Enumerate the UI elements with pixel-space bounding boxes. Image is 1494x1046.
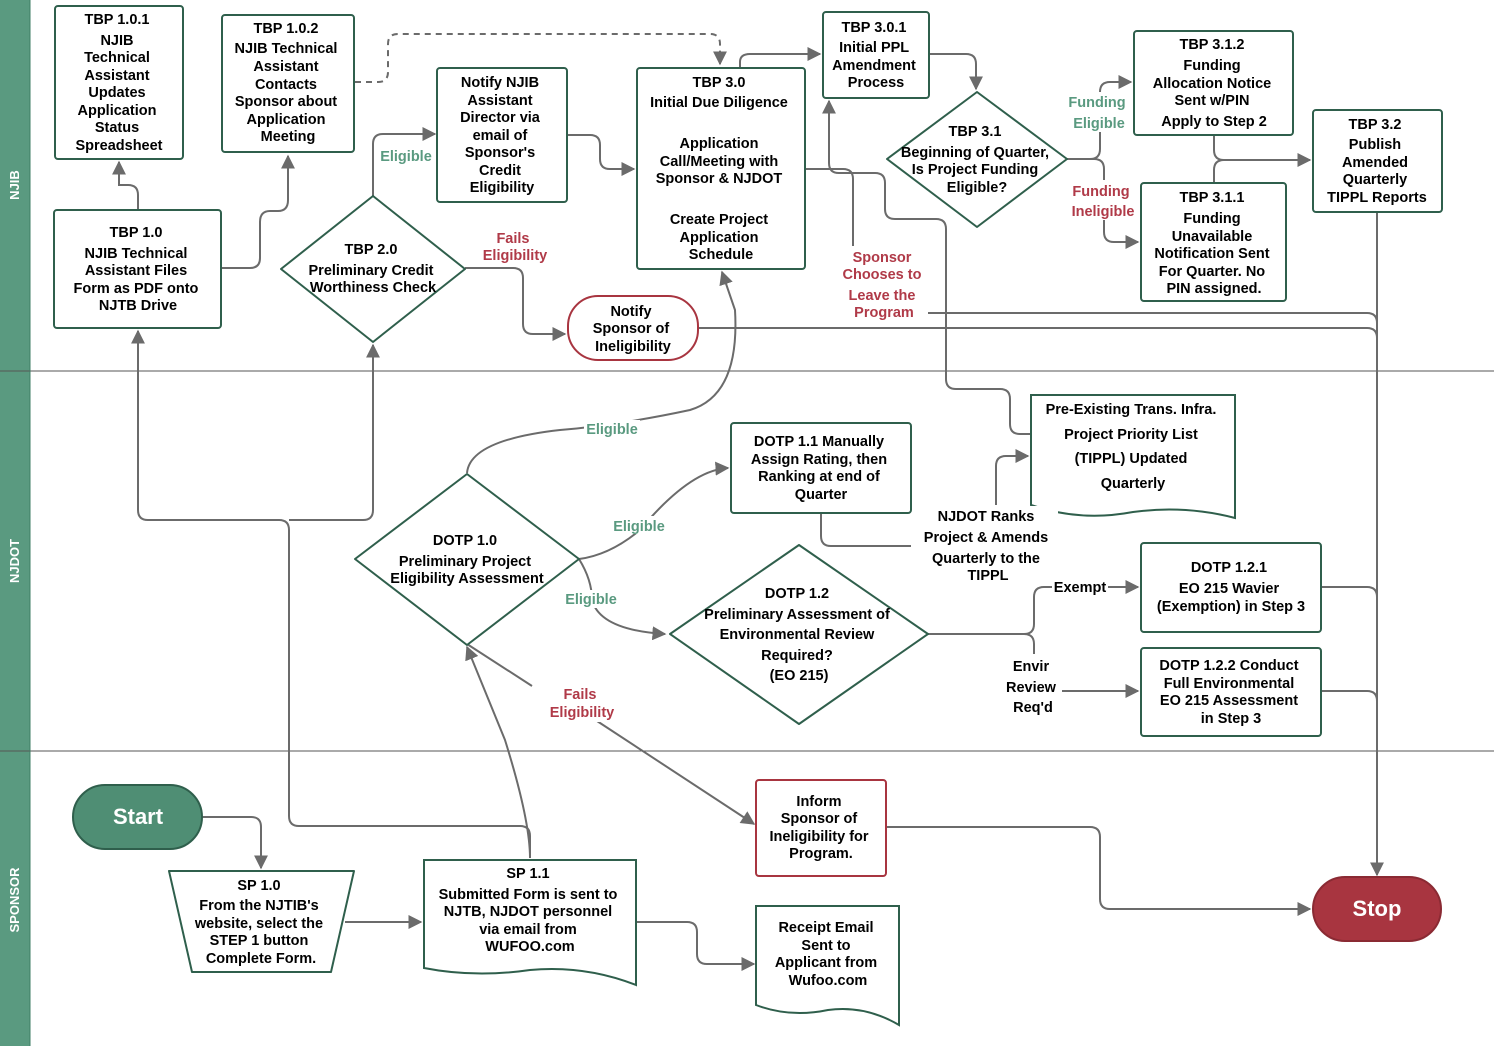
svg-text:SP 1.1 Submitted Form: SP 1.1 Submitted Form is sent to NJTB, N… [439, 866, 622, 955]
svg-text:Funding Ineligible: Funding Ineligible [1072, 184, 1135, 220]
node-dotp-1-2-1: DOTP 1.2.1 EO 215 Wavier (Exemption) in … [1140, 542, 1322, 633]
node-stop: Stop [1312, 876, 1442, 942]
edge-labels: Eligible Fails Eligibility Funding Eligi… [377, 92, 1138, 722]
svg-text:Exempt: Exempt [1054, 580, 1107, 596]
svg-text:Receipt Email Sent to: Receipt Email Sent to Applicant from Wuf… [775, 920, 881, 989]
lane-label-sponsor: SPONSOR [7, 867, 22, 933]
svg-text:Eligible: Eligible [586, 422, 638, 438]
node-inform-sponsor: Inform Sponsor of Ineligibility for Prog… [755, 779, 887, 877]
node-tbp-3-0: TBP 3.0 Initial Due Diligence Applicatio… [636, 67, 806, 270]
label-exempt: Exempt [1052, 578, 1108, 596]
svg-text:Eligible: Eligible [565, 592, 617, 608]
svg-text:Pre-Existing Trans. Infra.: Pre-Existing Trans. Infra. Project Prior… [1046, 402, 1221, 492]
svg-text:Fails Eligibility: Fails Eligibility [483, 231, 547, 264]
node-tbp-1-0: TBP 1.0 NJIB Technical Assistant Files F… [53, 209, 222, 329]
node-dotp-1-2-2: DOTP 1.2.2 Conduct Full Environmental EO… [1140, 647, 1322, 737]
svg-text:Fails Eligibility: Fails Eligibility [550, 687, 614, 721]
node-tbp-2-0: TBP 2.0 Preliminary Credit Worthiness Ch… [280, 195, 466, 343]
svg-text:DOTP 1.0 Preliminary P: DOTP 1.0 Preliminary Project Eligibility… [390, 533, 544, 587]
label-njdot-ranks: NJDOT Ranks Project & Amends Quarterly t… [918, 506, 1058, 584]
node-notify-ineligibility: Notify Sponsor of Ineligibility [567, 295, 699, 361]
node-dotp-1-2: DOTP 1.2 Preliminary Assessment of Envir… [669, 544, 929, 725]
label-funding-ineligible: Funding Ineligible [1068, 180, 1138, 220]
node-dotp-1-0: DOTP 1.0 Preliminary Project Eligibility… [354, 473, 580, 646]
svg-text:DOTP 1.2.2 Conduct Ful: DOTP 1.2.2 Conduct Full Environmental EO… [1159, 658, 1302, 727]
node-sp-1-0: SP 1.0 From the NJTIB's website, select … [168, 870, 355, 973]
svg-text:TBP 3.1.2 Funding: TBP 3.1.2 Funding Allocation Notice Sent… [1153, 37, 1275, 130]
node-tbp-1-0-1: TBP 1.0.1 NJIB Technical Assistant Updat… [54, 5, 184, 160]
svg-text:SP 1.0 From the NJTIB': SP 1.0 From the NJTIB's website, select … [194, 878, 327, 967]
node-tbp-3-1-1: TBP 3.1.1 Funding Unavailable Notificati… [1140, 182, 1287, 302]
svg-text:TBP 1.0.2 NJIB Technic: TBP 1.0.2 NJIB Technical Assistant Conta… [235, 21, 342, 145]
node-tbp-3-1: TBP 3.1 Beginning of Quarter, Is Project… [886, 91, 1068, 228]
svg-text:TBP 3.0 Initial Due Di: TBP 3.0 Initial Due Diligence Applicatio… [650, 75, 792, 263]
node-tbp-3-1-2: TBP 3.1.2 Funding Allocation Notice Sent… [1133, 30, 1294, 136]
svg-text:NJDOT Ranks Project &: NJDOT Ranks Project & Amends Quarterly t… [924, 509, 1052, 584]
node-tbp-1-0-2: TBP 1.0.2 NJIB Technical Assistant Conta… [221, 14, 355, 153]
node-tbp-1-0-1-text: TBP 1.0.1 NJIB Technical Assistant Updat… [75, 12, 162, 154]
svg-text:DOTP 1.1 Manually Assi: DOTP 1.1 Manually Assign Rating, then Ra… [751, 434, 891, 503]
svg-text:Notify NJIB Assistant: Notify NJIB Assistant Director via email… [460, 75, 544, 196]
svg-text:Funding Eligible: Funding Eligible [1068, 95, 1129, 132]
node-dotp-1-1: DOTP 1.1 Manually Assign Rating, then Ra… [730, 422, 912, 514]
label-fails-dotp: Fails Eligibility [540, 684, 624, 722]
svg-text:Eligible: Eligible [380, 149, 432, 165]
node-sp-1-1: SP 1.1 Submitted Form is sent to NJTB, N… [423, 859, 637, 987]
svg-text:Envir Review R: Envir Review Req'd [1006, 659, 1060, 716]
node-receipt-email: Receipt Email Sent to Applicant from Wuf… [755, 905, 900, 1027]
node-notify-director: Notify NJIB Assistant Director via email… [436, 67, 568, 203]
svg-text:TBP 3.1 Beginning of Q: TBP 3.1 Beginning of Quarter, Is Project… [901, 124, 1053, 196]
connectors [112, 33, 1384, 971]
svg-text:TBP 3.2 Publish: TBP 3.2 Publish Amended Quarterly TIPPL … [1327, 117, 1427, 206]
svg-text:Inform Sponsor of: Inform Sponsor of Ineligibility for Prog… [769, 794, 872, 862]
nodes: TBP 1.0.1 NJIB Technical Assistant Updat… [53, 5, 1443, 1027]
lane-bar [0, 0, 30, 1046]
label-eligible-dotp11: Eligible [611, 516, 667, 535]
svg-text:TBP 3.0.1 Initial PPL: TBP 3.0.1 Initial PPL Amendment Process [832, 20, 920, 91]
label-envir-review: Envir Review Req'd [1004, 656, 1062, 716]
svg-text:Start: Start [113, 804, 164, 829]
node-tbp-3-2: TBP 3.2 Publish Amended Quarterly TIPPL … [1312, 109, 1443, 213]
node-tbp-3-0-1: TBP 3.0.1 Initial PPL Amendment Process [822, 11, 930, 99]
svg-text:DOTP 1.2 Preliminary A: DOTP 1.2 Preliminary Assessment of Envir… [704, 586, 894, 684]
lane-label-njdot: NJDOT [7, 539, 22, 583]
label-sponsor-leave: Sponsor Chooses to Leave the Program [840, 246, 928, 321]
svg-text:TBP 3.1.1 Funding: TBP 3.1.1 Funding Unavailable Notificati… [1154, 190, 1273, 297]
node-start: Start [72, 784, 203, 850]
svg-text:Notify Sponsor of: Notify Sponsor of Ineligibility [593, 304, 674, 355]
svg-text:Stop: Stop [1353, 896, 1402, 921]
svg-text:TBP 2.0 Preliminary Cr: TBP 2.0 Preliminary Credit Worthiness Ch… [309, 242, 438, 296]
svg-text:DOTP 1.2.1 EO 215 Wavi: DOTP 1.2.1 EO 215 Wavier (Exemption) in … [1157, 560, 1305, 615]
node-tippl: Pre-Existing Trans. Infra. Project Prior… [1030, 394, 1236, 520]
svg-text:Sponsor Chooses to: Sponsor Chooses to Leave the Program [843, 250, 926, 321]
svg-text:TBP 1.0 NJIB Technical: TBP 1.0 NJIB Technical Assistant Files F… [74, 225, 203, 314]
label-funding-eligible: Funding Eligible [1068, 92, 1130, 132]
label-eligible-dotp12: Eligible [563, 590, 619, 608]
label-eligible-dotp-up: Eligible [584, 420, 640, 438]
label-fails-credit: Fails Eligibility [483, 231, 547, 264]
lane-label-njib: NJIB [7, 170, 22, 200]
label-eligible-credit: Eligible [377, 146, 435, 165]
svg-text:Eligible: Eligible [613, 519, 665, 535]
